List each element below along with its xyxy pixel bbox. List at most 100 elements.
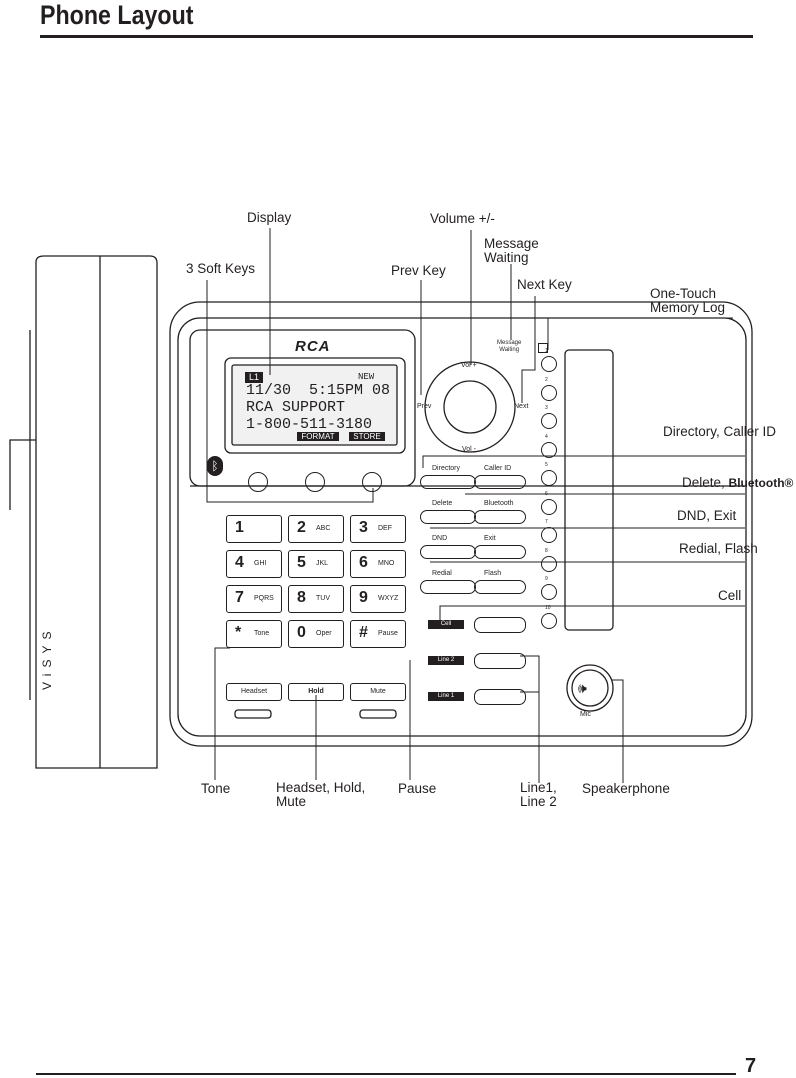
dialpad-digit: 0 bbox=[297, 624, 306, 641]
vol-down-label: Vol - bbox=[462, 446, 477, 453]
dialpad-key[interactable]: 9 WXYZ bbox=[350, 585, 406, 613]
function-key-label-left: DND bbox=[432, 535, 448, 542]
dialpad-key[interactable]: 0 Oper bbox=[288, 620, 344, 648]
dialpad-digit: 9 bbox=[359, 589, 368, 606]
callout-delete-bluetooth: Delete, Bluetooth® bbox=[682, 475, 794, 491]
memory-key-button[interactable] bbox=[541, 584, 557, 600]
line-key-button[interactable] bbox=[474, 653, 526, 669]
function-key-right[interactable] bbox=[474, 510, 526, 524]
callout-next-key: Next Key bbox=[517, 277, 572, 292]
memory-key-button[interactable] bbox=[541, 612, 557, 629]
line-key-label: Line 1 bbox=[428, 692, 464, 701]
dialpad-digit: # bbox=[359, 624, 368, 641]
memory-key-button[interactable] bbox=[541, 441, 557, 458]
function-key-label-left: Delete bbox=[432, 500, 453, 507]
callout-prev-key: Prev Key bbox=[391, 263, 446, 278]
soft-key-3[interactable] bbox=[362, 472, 382, 492]
brand-logo: RCA bbox=[295, 338, 331, 355]
dialpad-digit: 5 bbox=[297, 554, 306, 571]
function-key-label-right: Flash bbox=[484, 570, 502, 577]
memory-key-button[interactable] bbox=[541, 384, 557, 401]
memory-card bbox=[564, 349, 614, 631]
bottom-key[interactable]: Headset bbox=[226, 683, 282, 701]
dialpad-letters: PQRS bbox=[254, 595, 274, 602]
dialpad-key[interactable]: * Tone bbox=[226, 620, 282, 648]
vol-up-label: Vol + bbox=[461, 362, 477, 369]
speakerphone-button bbox=[566, 664, 614, 712]
dialpad-digit: 2 bbox=[297, 519, 306, 536]
dialpad-letters: ABC bbox=[316, 525, 331, 532]
memory-key-label: 3 bbox=[545, 405, 548, 411]
dialpad-letters: Tone bbox=[254, 630, 270, 637]
handset bbox=[35, 255, 158, 769]
line-key-label: Line 2 bbox=[428, 656, 464, 665]
memory-key-button[interactable] bbox=[541, 470, 557, 486]
lcd-row1: 11/30 5:15PM 08 bbox=[246, 382, 391, 399]
lcd-softkey-store: STORE bbox=[349, 432, 385, 441]
dialpad-key[interactable]: # Pause bbox=[350, 620, 406, 648]
dialpad-letters: GHI bbox=[254, 560, 267, 567]
soft-key-1[interactable] bbox=[248, 472, 268, 492]
dialpad-key[interactable]: 6 MNO bbox=[350, 550, 406, 578]
callout-directory-caller-id: Directory, Caller ID bbox=[663, 424, 777, 439]
bluetooth-icon: ᛒ bbox=[207, 456, 223, 476]
callout-headset-hold-mute: Headset, Hold, Mute bbox=[276, 780, 366, 809]
dialpad-key[interactable]: 2 ABC bbox=[288, 515, 344, 543]
dialpad-digit: 3 bbox=[359, 519, 368, 536]
dialpad-digit: 4 bbox=[235, 554, 244, 571]
callout-volume: Volume +/- bbox=[430, 211, 495, 226]
lcd-row2: RCA SUPPORT bbox=[246, 399, 346, 416]
lcd-softkey-format: FORMAT bbox=[297, 432, 339, 441]
dialpad-key[interactable]: 5 JKL bbox=[288, 550, 344, 578]
line-key-button[interactable] bbox=[474, 617, 526, 633]
memory-key-button[interactable] bbox=[541, 413, 557, 429]
memory-key-button[interactable] bbox=[541, 356, 557, 372]
dialpad-key[interactable]: 4 GHI bbox=[226, 550, 282, 578]
dialpad-digit: 6 bbox=[359, 554, 368, 571]
lcd-new-label: NEW bbox=[358, 372, 375, 382]
phone-base bbox=[169, 301, 753, 747]
dialpad-letters: Oper bbox=[316, 630, 332, 637]
memory-key-label: 1 bbox=[545, 348, 548, 354]
dialpad-digit: * bbox=[235, 624, 242, 641]
callout-pause: Pause bbox=[398, 781, 437, 796]
lcd-housing bbox=[224, 357, 406, 454]
lcd-row3: 1-800-511-3180 bbox=[246, 416, 373, 433]
dialpad-digit: 8 bbox=[297, 589, 306, 606]
next-label: Next bbox=[514, 403, 529, 410]
dialpad-digit: 1 bbox=[235, 519, 244, 536]
mic-label: Mic bbox=[580, 711, 591, 718]
speaker-icon: 🕪 bbox=[578, 680, 587, 696]
dialpad-digit: 7 bbox=[235, 589, 244, 606]
function-key-right[interactable] bbox=[474, 475, 526, 489]
dialpad-key[interactable]: 1 bbox=[226, 515, 282, 543]
callout-soft-keys: 3 Soft Keys bbox=[186, 261, 256, 276]
function-key-right[interactable] bbox=[474, 580, 526, 594]
dialpad-letters: JKL bbox=[316, 560, 329, 567]
dialpad-key[interactable]: 7 PQRS bbox=[226, 585, 282, 613]
soft-key-2[interactable] bbox=[305, 472, 325, 492]
bottom-rule bbox=[36, 1073, 736, 1075]
callout-tone: Tone bbox=[201, 781, 231, 796]
callout-speakerphone: Speakerphone bbox=[582, 781, 670, 796]
callout-dnd-exit: DND, Exit bbox=[677, 508, 737, 523]
page-number: 7 bbox=[745, 1055, 757, 1077]
callout-cell: Cell bbox=[718, 588, 742, 603]
dialpad-letters: Pause bbox=[378, 630, 398, 637]
callout-redial-flash: Redial, Flash bbox=[679, 541, 758, 556]
memory-key-button[interactable] bbox=[541, 498, 557, 515]
dialpad-letters: MNO bbox=[378, 560, 395, 567]
memory-key-label: 10 bbox=[545, 604, 551, 611]
memory-key-label: 8 bbox=[545, 547, 548, 554]
memory-key-button[interactable] bbox=[541, 555, 557, 572]
function-key-label-right: Exit bbox=[484, 535, 496, 542]
bottom-key[interactable]: Mute bbox=[350, 683, 406, 701]
dialpad-letters: WXYZ bbox=[378, 595, 399, 602]
memory-key-label: 7 bbox=[545, 519, 548, 525]
function-key-right[interactable] bbox=[474, 545, 526, 559]
line-key-button[interactable] bbox=[474, 689, 526, 705]
